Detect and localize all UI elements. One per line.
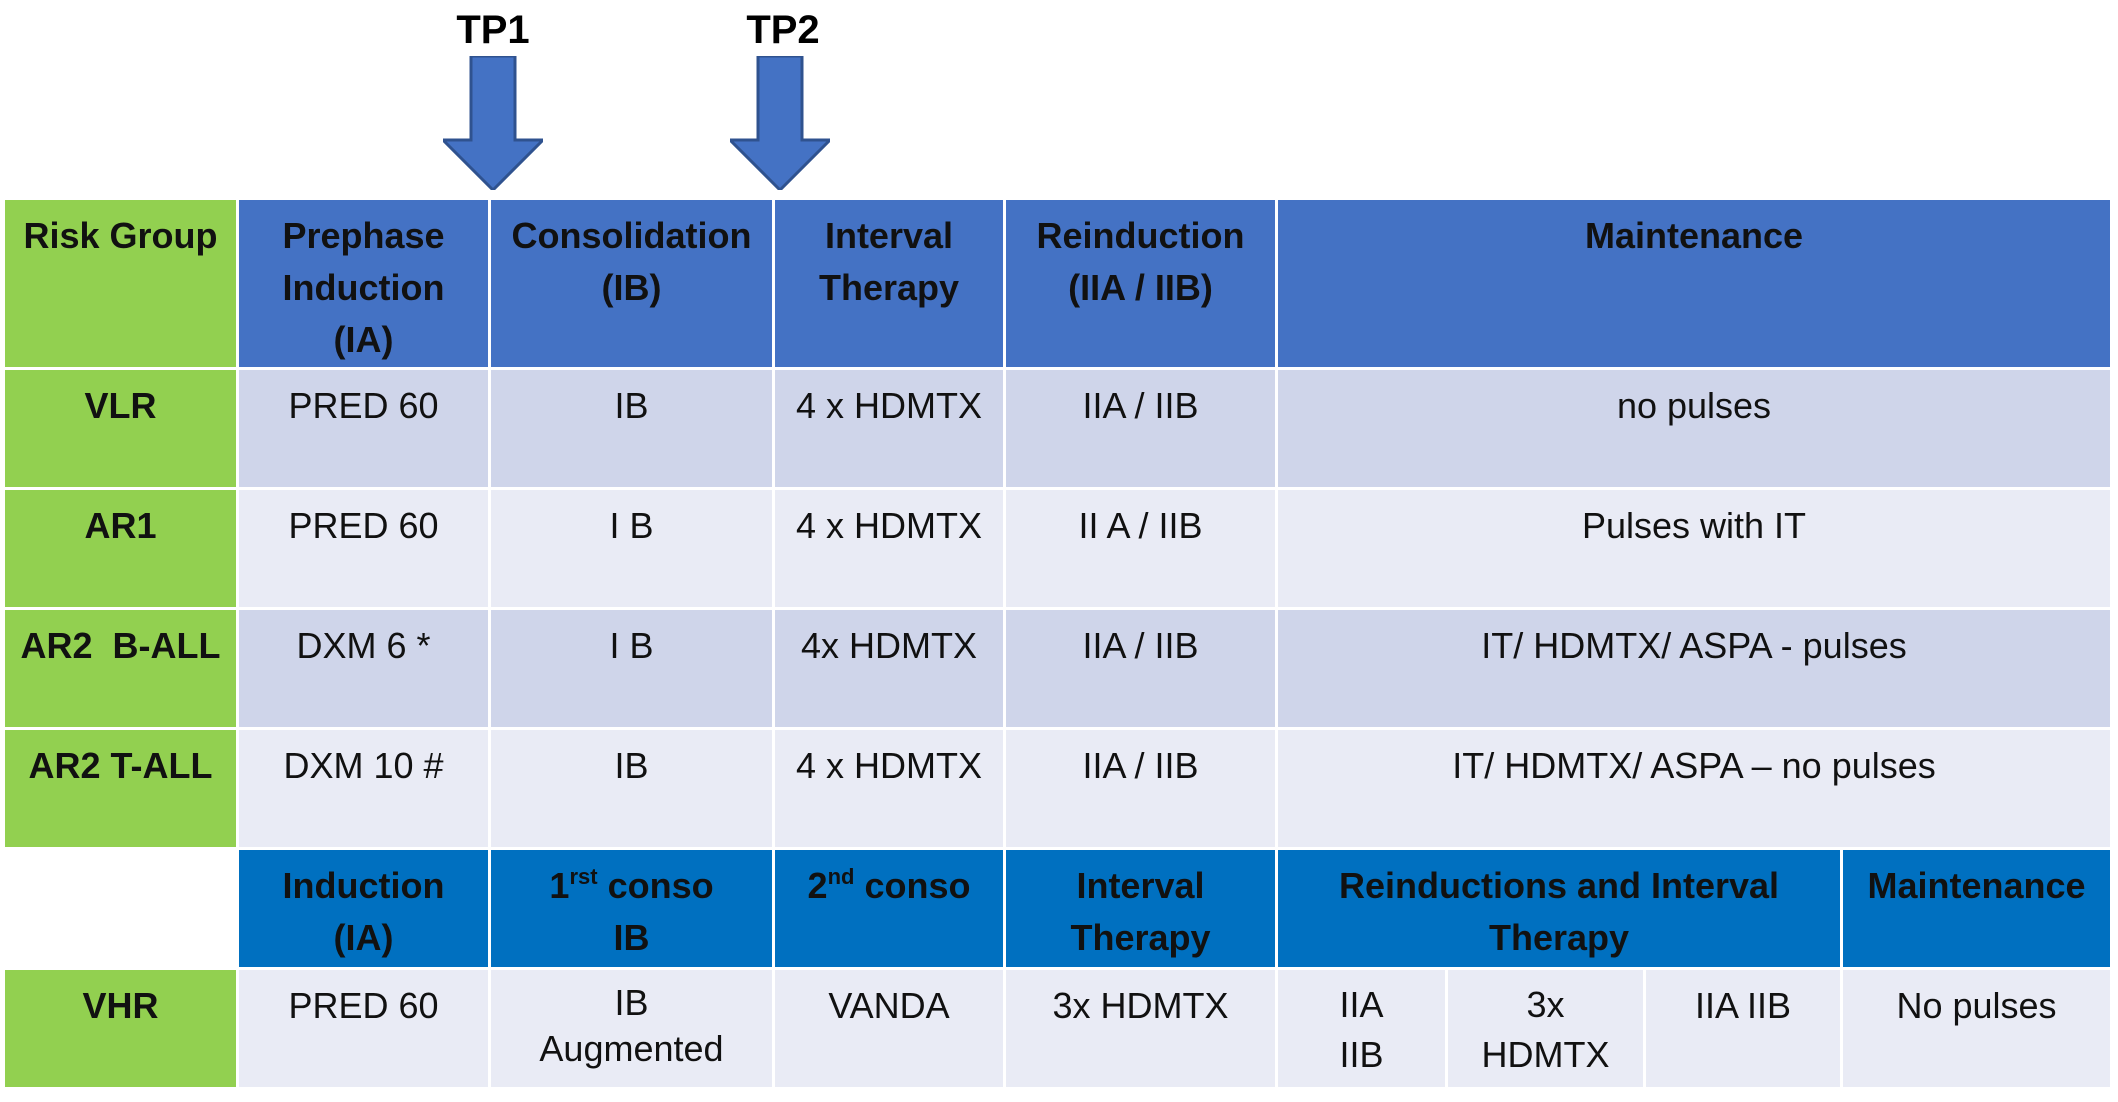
row-ar2-tall-interval: 4 x HDMTX — [775, 730, 1006, 850]
row-ar2-ball-induction: DXM 6 * — [239, 610, 491, 730]
row-ar2-ball-reinduction: IIA / IIB — [1006, 610, 1278, 730]
row-ar1-reinduction: II A / IIB — [1006, 490, 1278, 610]
row-ar1-maintenance: Pulses with IT — [1278, 490, 2113, 610]
row-ar2-ball-consolidation: I B — [491, 610, 775, 730]
header-reinduction-line1: Reinduction — [1036, 215, 1245, 256]
row-vhr-reind-b-line1: 3x — [1526, 984, 1565, 1025]
header-interval-line1: Interval — [824, 215, 954, 256]
conso2-suffix: conso — [854, 865, 971, 906]
row-ar2-tall-induction: DXM 10 # — [239, 730, 491, 850]
row-ar2-ball-interval: 4x HDMTX — [775, 610, 1006, 730]
row-vlr-reinduction: IIA / IIB — [1006, 370, 1278, 490]
vhr-header-conso1: 1rst conso IB — [491, 850, 775, 970]
conso1-suffix: conso — [597, 865, 714, 906]
row-vhr-conso1-line1: IB — [614, 982, 649, 1023]
header-consolidation-line2: (IB) — [601, 267, 662, 308]
row-vhr-reind-a: IIA IIB — [1278, 970, 1448, 1090]
header-interval-therapy: Interval Therapy — [775, 200, 1006, 370]
vhr-header-induction-line1: Induction — [282, 865, 445, 906]
row-vhr-interval: 3x HDMTX — [1006, 970, 1278, 1090]
header-reinduction-line2: (IIA / IIB) — [1068, 267, 1213, 308]
row-ar2-tall-consolidation: IB — [491, 730, 775, 850]
header-consolidation: Consolidation (IB) — [491, 200, 775, 370]
row-vhr-conso1-line2: Augmented — [539, 1028, 724, 1069]
tp2-arrow-icon — [730, 56, 830, 190]
vhr-header-induction-line2: (IA) — [333, 917, 394, 958]
row-vhr-group: VHR — [5, 970, 239, 1090]
vhr-header-induction: Induction (IA) — [239, 850, 491, 970]
header-consolidation-line1: Consolidation — [511, 215, 752, 256]
row-ar2-ball-group: AR2 B-ALL — [5, 610, 239, 730]
row-vhr-reind-a-line2: IIB — [1339, 1034, 1384, 1075]
conso2-number: 2 — [807, 865, 828, 906]
vhr-header-maintenance: Maintenance — [1843, 850, 2113, 970]
tp2-label: TP2 — [746, 8, 820, 52]
header-maintenance: Maintenance — [1278, 200, 2113, 370]
row-vhr-conso1: IB Augmented — [491, 970, 775, 1090]
row-ar2-tall-reinduction: IIA / IIB — [1006, 730, 1278, 850]
vhr-header-conso1-line1: 1rst conso — [549, 860, 713, 912]
row-vlr-consolidation: IB — [491, 370, 775, 490]
header-prephase-line2: Induction — [282, 267, 445, 308]
vhr-header-empty — [5, 850, 239, 970]
row-vhr-reind-b: 3x HDMTX — [1448, 970, 1646, 1090]
row-vhr-reind-c: IIA IIB — [1646, 970, 1843, 1090]
row-ar1-interval: 4 x HDMTX — [775, 490, 1006, 610]
conso2-superscript: nd — [827, 864, 855, 889]
row-vhr-induction: PRED 60 — [239, 970, 491, 1090]
conso1-number: 1 — [549, 865, 570, 906]
row-vlr-interval: 4 x HDMTX — [775, 370, 1006, 490]
row-ar1-consolidation: I B — [491, 490, 775, 610]
row-ar1-induction: PRED 60 — [239, 490, 491, 610]
vhr-header-conso2: 2nd conso — [775, 850, 1006, 970]
row-vhr-reind-a-line1: IIA — [1339, 984, 1384, 1025]
header-reinduction: Reinduction (IIA / IIB) — [1006, 200, 1278, 370]
row-vhr-reind-b-line2: HDMTX — [1481, 1034, 1610, 1075]
header-prephase-line3: (IA) — [333, 319, 394, 360]
vhr-header-reinductions-line1: Reinductions and Interval — [1338, 865, 1780, 906]
vhr-header-interval-therapy: Interval Therapy — [1006, 850, 1278, 970]
tp1-label: TP1 — [456, 8, 530, 52]
tp1-arrow-icon — [443, 56, 543, 190]
row-ar2-tall-maintenance: IT/ HDMTX/ ASPA – no pulses — [1278, 730, 2113, 850]
conso1-superscript: rst — [569, 864, 598, 889]
header-risk-group: Risk Group — [5, 200, 239, 370]
row-vhr-conso2: VANDA — [775, 970, 1006, 1090]
row-vhr-maintenance: No pulses — [1843, 970, 2113, 1090]
header-prephase-line1: Prephase — [282, 215, 445, 256]
vhr-header-reinductions: Reinductions and Interval Therapy — [1278, 850, 1843, 970]
header-interval-line2: Therapy — [818, 267, 960, 308]
vhr-header-reinductions-line2: Therapy — [1488, 917, 1630, 958]
header-prephase-induction: Prephase Induction (IA) — [239, 200, 491, 370]
vhr-header-conso1-line2: IB — [613, 917, 650, 958]
row-vlr-group: VLR — [5, 370, 239, 490]
row-vlr-induction: PRED 60 — [239, 370, 491, 490]
row-vlr-maintenance: no pulses — [1278, 370, 2113, 490]
row-ar1-group: AR1 — [5, 490, 239, 610]
row-ar2-tall-group: AR2 T-ALL — [5, 730, 239, 850]
vhr-header-interval-line1: Interval — [1076, 865, 1205, 906]
vhr-header-interval-line2: Therapy — [1070, 917, 1211, 958]
row-ar2-ball-maintenance: IT/ HDMTX/ ASPA - pulses — [1278, 610, 2113, 730]
